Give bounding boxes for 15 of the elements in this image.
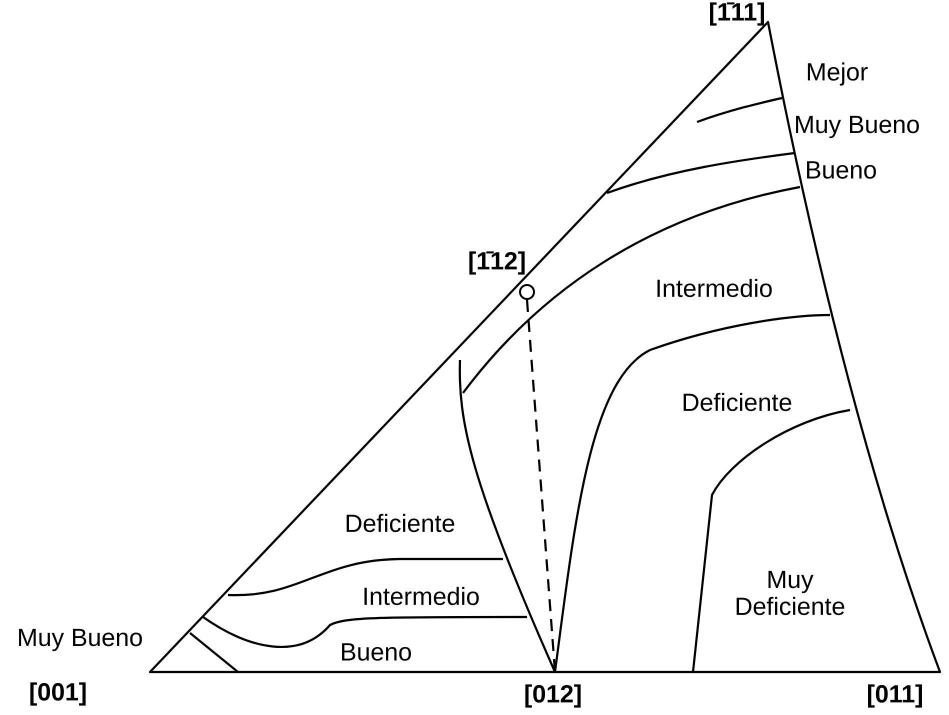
direction-label: [011] (868, 684, 922, 708)
region-label: Intermedio (657, 278, 772, 298)
region-label: Muy Bueno (796, 116, 919, 138)
region-label: Deficiente (684, 392, 792, 412)
direction-label: [1̄12] (469, 251, 525, 275)
direction-label: [012] (525, 684, 581, 708)
region-label: Muy Deficiente (736, 570, 844, 616)
region-label: Deficiente (346, 514, 454, 532)
direction-label: [001] (30, 682, 86, 706)
region-label: Intermedio (364, 586, 479, 606)
region-label: Bueno (807, 161, 876, 179)
region-label: Bueno (342, 643, 411, 661)
direction-label: [1̄11] (710, 2, 764, 26)
region-label: Muy Bueno (19, 628, 142, 652)
region-label: Mejor (808, 62, 868, 86)
